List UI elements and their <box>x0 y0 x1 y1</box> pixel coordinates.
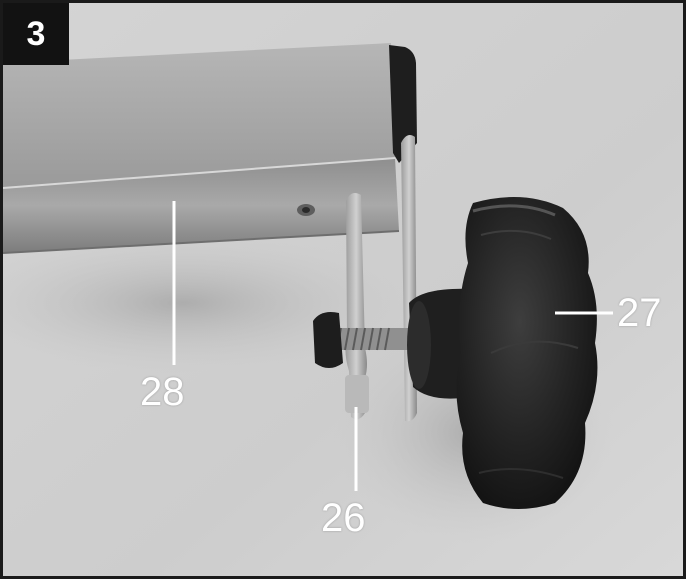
callout-label-27: 27 <box>617 291 662 335</box>
callout-label-28: 28 <box>140 370 185 414</box>
callout-label-26: 26 <box>321 496 366 540</box>
threaded-bolt <box>313 312 419 368</box>
assembly-photo <box>3 3 683 576</box>
star-knob <box>456 197 598 509</box>
frame-tube <box>3 43 417 254</box>
step-badge: 3 <box>3 3 69 65</box>
bracket-plate <box>345 193 369 420</box>
step-number: 3 <box>26 15 46 53</box>
